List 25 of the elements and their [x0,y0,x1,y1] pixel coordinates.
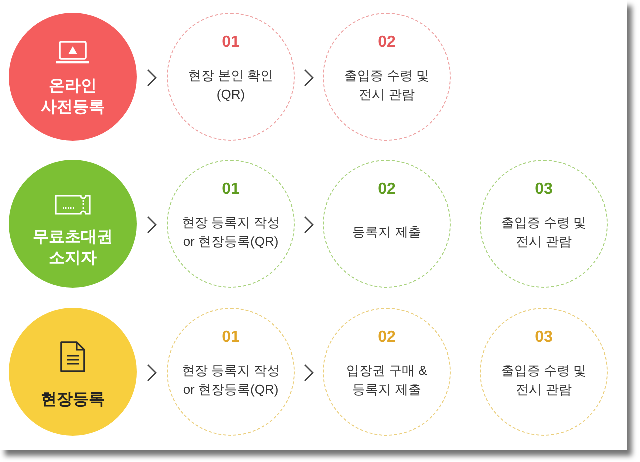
chevron-arrow [148,364,157,382]
step-text: 현장 등록지 작성 or 현장등록(QR) [180,214,282,251]
chevron-arrow [304,70,314,86]
step-text: 입장권 구매 & 등록지 제출 [346,362,428,399]
category-title: 현장등록 [40,390,106,410]
step-text: 출입증 수령 및 전시 관람 [500,362,588,399]
step-text: 등록지 제출 [352,224,422,242]
step-number: 02 [377,329,397,347]
step-text: 출입증 수령 및 전시 관람 [500,214,588,251]
step-number: 02 [377,181,397,199]
category-title: 무료초대권 소지자 [32,228,114,269]
chevron-arrow [304,216,314,234]
category-title: 온라인 사전등록 [40,77,106,118]
step-number: 01 [221,34,241,52]
step-number: 02 [377,34,397,52]
step-number: 03 [534,329,554,347]
step-text: 현장 등록지 작성 or 현장등록(QR) [180,362,282,399]
chevron-arrow [148,70,157,86]
step-number: 01 [221,329,241,347]
chevron-arrow [304,364,314,382]
step-text: 현장 본인 확인 (QR) [187,67,275,104]
step-number: 01 [221,181,241,199]
step-text: 출입증 수령 및 전시 관람 [343,67,431,104]
chevron-arrow [148,216,157,234]
step-number: 03 [534,181,554,199]
